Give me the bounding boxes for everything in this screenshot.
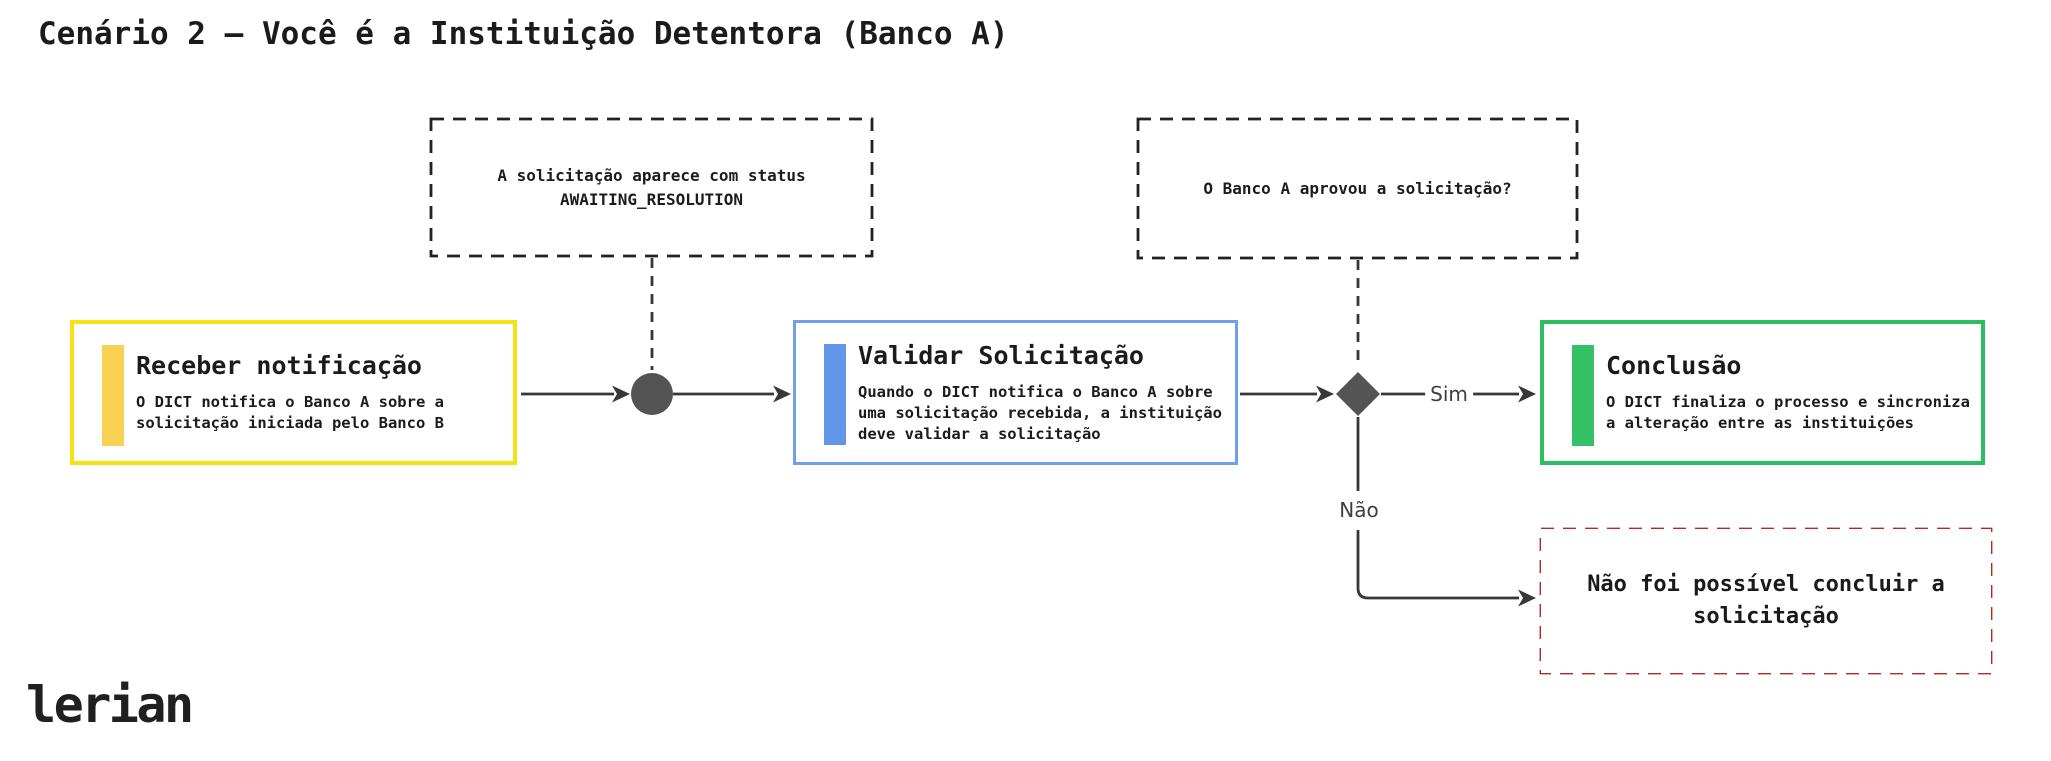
description-line: O DICT notifica o Banco A sobre a xyxy=(136,393,444,411)
annotation-question-note: O Banco A aprovou a solicitação? xyxy=(1138,119,1577,258)
green-accent-bar xyxy=(1572,345,1594,446)
node-falha-solicitacao: Não foi possível concluir a solicitação xyxy=(1541,529,1991,673)
failure-line: Não foi possível concluir a xyxy=(1587,572,1945,597)
edge-label-sim: Sim xyxy=(1425,381,1473,407)
description-line: a alteração entre as instituições xyxy=(1606,414,1914,432)
description-line: solicitação iniciada pelo Banco B xyxy=(136,414,444,432)
start-event-circle xyxy=(631,373,673,415)
description-line: O DICT finaliza o processo e sincroniza xyxy=(1606,393,1970,411)
node-validar-solicitacao: Validar Solicitação Quando o DICT notifi… xyxy=(793,320,1238,465)
lerian-logo: lerian xyxy=(26,676,194,734)
node-title: Receber notificação xyxy=(136,351,422,380)
decision-diamond xyxy=(1336,372,1380,416)
node-title: Conclusão xyxy=(1606,351,1742,380)
status-note-line1: A solicitação aparece com status xyxy=(497,165,806,185)
page-title: Cenário 2 – Você é a Instituição Detento… xyxy=(38,16,1009,52)
node-description: O DICT finaliza o processo e sincroniza … xyxy=(1606,392,1970,434)
node-title: Validar Solicitação xyxy=(858,340,1144,370)
question-note-text: O Banco A aprovou a solicitação? xyxy=(1203,178,1512,198)
annotation-status-note: A solicitação aparece com status AWAITIN… xyxy=(431,119,872,256)
description-line: deve validar a solicitação xyxy=(858,424,1101,443)
blue-accent-bar xyxy=(824,344,846,445)
failure-line: solicitação xyxy=(1693,604,1839,629)
node-description: O DICT notifica o Banco A sobre a solici… xyxy=(136,392,444,434)
arrowhead-failure xyxy=(1518,589,1536,607)
description-line: Quando o DICT notifica o Banco A sobre xyxy=(858,382,1213,401)
description-line: uma solicitação recebida, a instituição xyxy=(858,403,1222,422)
node-receber-notificacao: Receber notificação O DICT notifica o Ba… xyxy=(70,320,517,465)
yellow-accent-bar xyxy=(102,345,124,446)
arrowhead-decision xyxy=(1316,385,1334,403)
node-description: Quando o DICT notifica o Banco A sobre u… xyxy=(858,382,1222,445)
arrowhead-start xyxy=(612,385,630,403)
node-conclusao: Conclusão O DICT finaliza o processo e s… xyxy=(1540,320,1985,465)
edge-decision-to-failure-lower xyxy=(1356,530,1519,600)
edge-label-nao: Não xyxy=(1334,497,1384,523)
arrowhead-conclusion xyxy=(1518,385,1536,403)
status-note-line2: AWAITING_RESOLUTION xyxy=(559,189,744,209)
arrowhead-validate xyxy=(773,385,791,403)
